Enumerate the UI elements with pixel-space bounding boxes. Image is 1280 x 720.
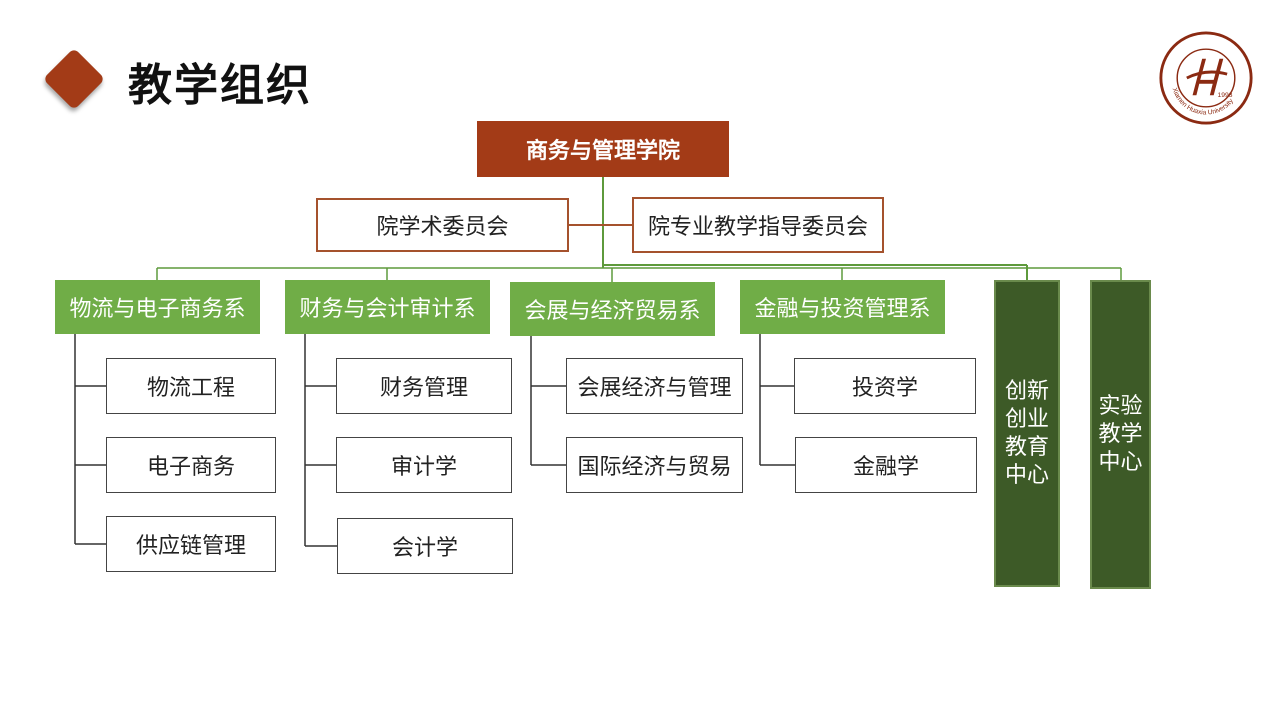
logo-year: 1993 xyxy=(1218,92,1233,99)
page-title: 教学组织 xyxy=(128,60,312,111)
major-auditing: 审计学 xyxy=(336,437,512,493)
department-finance-investment: 金融与投资管理系 xyxy=(740,280,945,334)
major-ecommerce: 电子商务 xyxy=(106,437,276,493)
major-accounting: 会计学 xyxy=(337,518,513,574)
center-experimental-teaching: 实验教学中心 xyxy=(1090,280,1151,589)
center-innovation-entrepreneurship: 创新创业教育中心 xyxy=(994,280,1060,587)
department-finance-accounting: 财务与会计审计系 xyxy=(285,280,490,334)
major-investment: 投资学 xyxy=(794,358,976,414)
committee-teaching-guidance: 院专业教学指导委员会 xyxy=(632,197,884,253)
org-root: 商务与管理学院 xyxy=(477,121,729,177)
major-supply-chain: 供应链管理 xyxy=(106,516,276,572)
major-international-trade: 国际经济与贸易 xyxy=(566,437,743,493)
department-logistics-ecommerce: 物流与电子商务系 xyxy=(55,280,260,334)
major-exhibition-economics: 会展经济与管理 xyxy=(566,358,743,414)
major-finance: 金融学 xyxy=(795,437,977,493)
department-exhibition-trade: 会展与经济贸易系 xyxy=(510,282,715,336)
committee-academic: 院学术委员会 xyxy=(316,198,569,252)
major-financial-management: 财务管理 xyxy=(336,358,512,414)
major-logistics-engineering: 物流工程 xyxy=(106,358,276,414)
university-logo: 1993 Xiamen Huaxia University xyxy=(1159,31,1253,125)
